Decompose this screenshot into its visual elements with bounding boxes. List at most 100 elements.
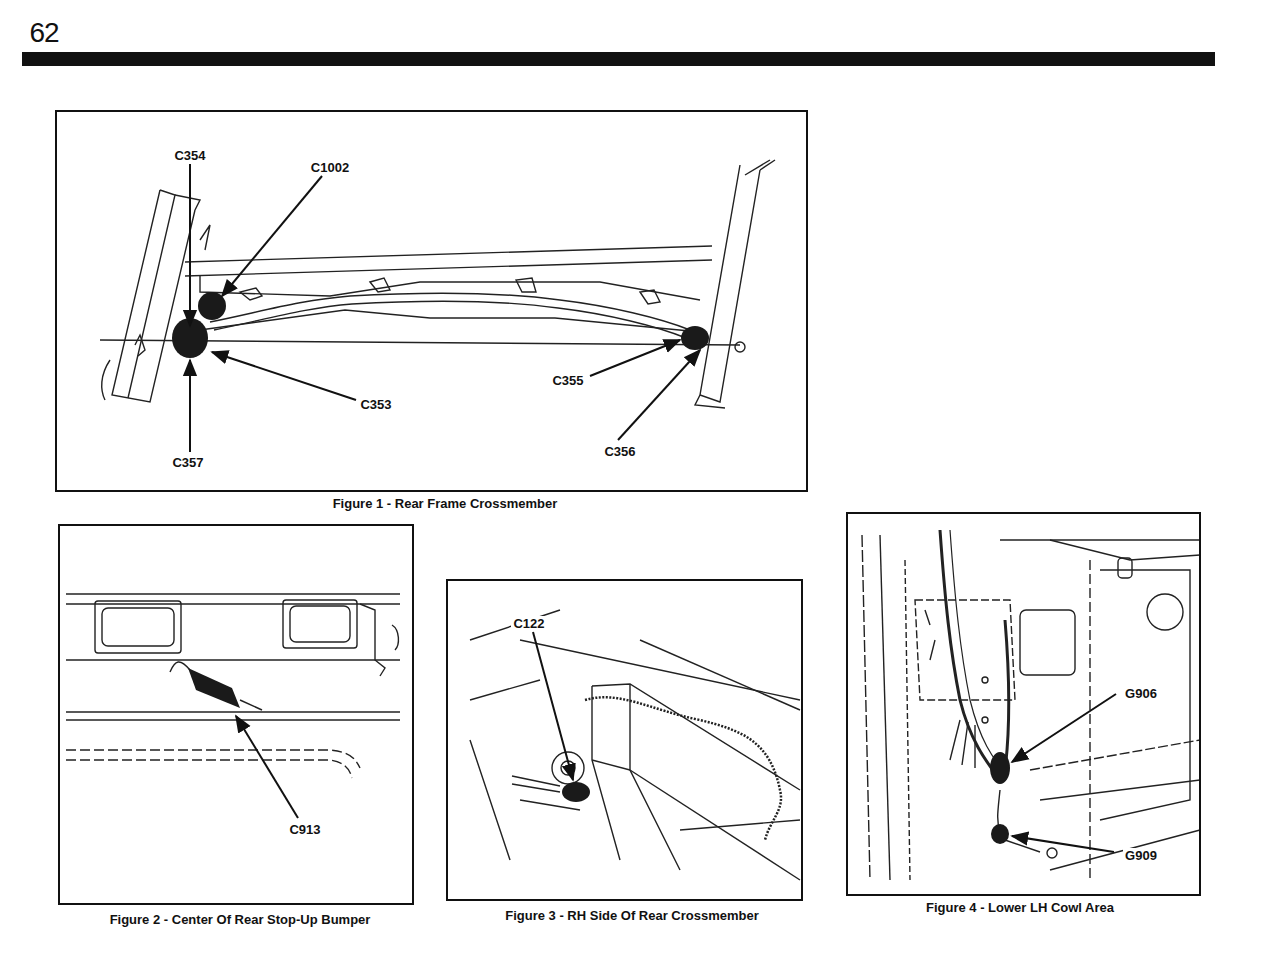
leader-line: [590, 340, 680, 376]
bumper-drawing: [66, 750, 360, 768]
bumper-drawing: [360, 604, 385, 676]
cowl-drawing: [1005, 840, 1040, 852]
leader-line: [212, 352, 356, 400]
header-bar: [22, 52, 1215, 66]
crossmember-drawing: [630, 770, 800, 880]
bumper-drawing: [283, 600, 357, 648]
crossmember-drawing: [370, 278, 390, 292]
figure-panel: Figure 2 - Center Of Rear Stop-Up Bumper: [58, 524, 414, 905]
ground-callout: G909: [1123, 848, 1159, 863]
crossmember-drawing: [100, 160, 775, 408]
figure-frame: [55, 110, 808, 492]
crossmember-drawing: [200, 310, 700, 332]
figure-caption: Figure 4 - Lower LH Cowl Area: [924, 900, 1116, 915]
cowl-drawing: [915, 600, 1015, 700]
crossmember-drawing: [210, 293, 690, 330]
cowl-drawing: [940, 530, 1000, 780]
connector-callout: C354: [172, 148, 207, 163]
leader-line: [1012, 694, 1116, 762]
cowl-drawing: [950, 530, 1008, 776]
crossmember-drawing: [102, 360, 110, 400]
connector-body: [562, 782, 590, 802]
crossmember-drawing: [745, 160, 770, 175]
bumper-drawing: [66, 719, 400, 720]
bumper-drawing: [66, 594, 400, 778]
crossmember-drawing: [520, 800, 580, 810]
leader-line: [222, 176, 322, 296]
crossmember-drawing: [470, 740, 510, 860]
connector-body: [198, 292, 226, 320]
connector-callout: C1002: [309, 160, 351, 175]
crossmember-drawing: [240, 288, 262, 300]
bumper-drawing: [66, 593, 400, 594]
connector-body: [562, 782, 590, 802]
cowl-drawing: [1040, 780, 1200, 800]
connector-callout: C122: [511, 616, 546, 631]
cowl-drawing: [905, 560, 910, 880]
connector-callout: C353: [358, 397, 393, 412]
cowl-drawing: [1089, 560, 1090, 880]
bumper-drawing: [392, 625, 398, 650]
crossmember-drawing: [640, 640, 800, 710]
bumper-drawing: [102, 608, 174, 646]
ground-callout: G906: [1123, 686, 1159, 701]
leader-line: [236, 716, 298, 818]
crossmember-drawing: [512, 784, 560, 792]
cowl-drawing: [1047, 848, 1057, 858]
crossmember-drawing: [135, 335, 145, 356]
cowl-drawing: [1000, 539, 1200, 540]
crossmember-drawing: [695, 395, 725, 408]
connector-body: [991, 824, 1009, 844]
leader-line: [618, 350, 700, 440]
connector-body: [188, 668, 240, 708]
crossmember-drawing: [200, 276, 700, 300]
cowl-drawing: [1020, 610, 1075, 675]
crossmember-drawing: [112, 190, 195, 402]
figure-caption: Figure 2 - Center Of Rear Stop-Up Bumper: [108, 912, 373, 927]
connector-body: [990, 752, 1010, 784]
crossmember-drawing: [585, 697, 781, 840]
connector-body: [681, 326, 709, 350]
crossmember-drawing: [200, 225, 210, 250]
crossmember-drawing: [185, 246, 712, 262]
cowl-drawing: [950, 720, 975, 768]
cowl-drawing: [880, 535, 890, 880]
crossmember-drawing: [680, 820, 800, 830]
bumper-drawing: [240, 700, 262, 710]
crossmember-drawing: [128, 190, 175, 398]
cowl-drawing: [1005, 620, 1009, 770]
figure-frame: [58, 524, 414, 905]
crossmember-drawing: [592, 760, 630, 770]
connector-callout: C913: [287, 822, 322, 837]
connector-callout: C355: [550, 373, 585, 388]
bumper-drawing: [66, 659, 400, 660]
cowl-drawing: [1030, 740, 1200, 770]
figure-panel: Figure 4 - Lower LH Cowl Area: [846, 512, 1201, 896]
bumper-drawing: [95, 601, 181, 653]
crossmember-drawing: [470, 610, 800, 880]
crossmember-drawing: [735, 342, 745, 352]
bumper-drawing: [66, 760, 352, 778]
cowl-drawing: [982, 677, 988, 683]
connector-callout: C357: [170, 455, 205, 470]
page-number: 62: [29, 18, 58, 48]
crossmember-drawing: [516, 278, 536, 292]
crossmember-drawing: [185, 260, 712, 276]
cowl-drawing: [925, 610, 935, 660]
cowl-drawing: [1147, 594, 1183, 630]
cowl-drawing: [1118, 558, 1132, 578]
leader-line: [533, 632, 573, 780]
crossmember-drawing: [214, 301, 686, 338]
cowl-drawing: [862, 535, 870, 880]
connector-callout: C356: [602, 444, 637, 459]
crossmember-drawing: [700, 165, 760, 402]
crossmember-drawing: [592, 686, 620, 860]
crossmember-drawing: [552, 752, 584, 784]
figure-caption: Figure 3 - RH Side Of Rear Crossmember: [503, 908, 761, 923]
figure-panel: Figure 1 - Rear Frame Crossmember: [55, 110, 808, 492]
bumper-drawing: [290, 606, 350, 642]
leader-line: [189, 164, 191, 326]
figure-panel: Figure 3 - RH Side Of Rear Crossmember: [446, 579, 803, 901]
